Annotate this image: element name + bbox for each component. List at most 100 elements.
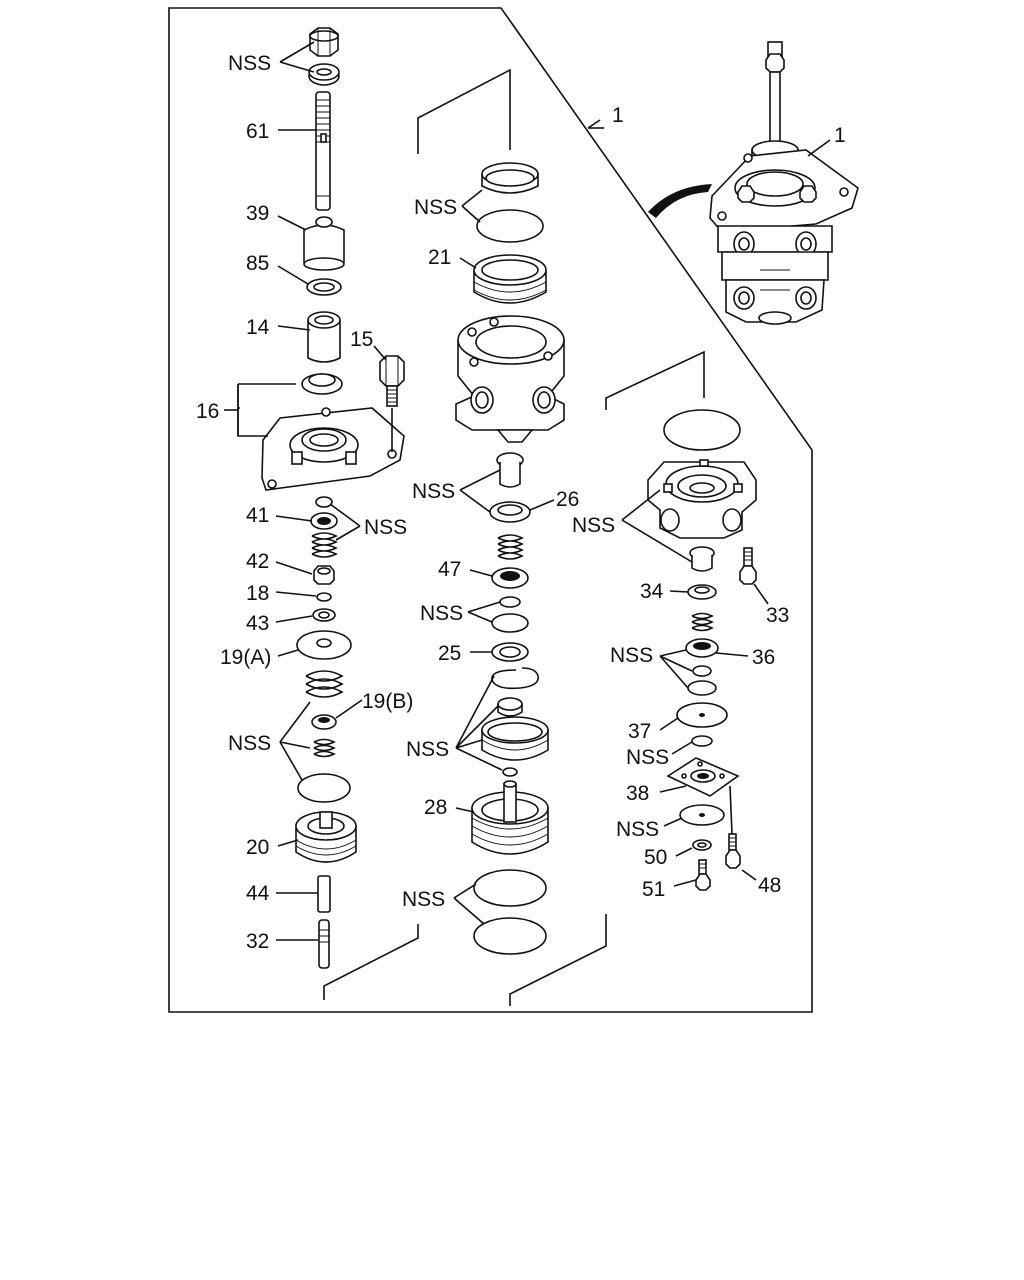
part-36-seat [685,638,719,658]
label-1-right: 1 [834,124,846,147]
part-small-ball [502,767,518,777]
label-44: 44 [246,882,270,905]
part-nut [309,27,339,57]
part-19b-retainer [311,714,337,730]
label-14: 14 [246,316,270,339]
part-spring-right [691,612,714,632]
leader-lines [275,41,831,941]
label-38: 38 [626,782,649,805]
part-50-washer [692,839,712,851]
part-33-bolt [739,547,757,585]
part-o-ring-right-a [692,665,712,677]
label-nss-41: NSS [364,516,407,539]
label-36: 36 [752,646,775,669]
part-large-seal-ring [481,716,549,761]
label-nss-50: NSS [616,818,659,841]
part-o-ring-medium [491,613,529,633]
label-42: 42 [246,550,269,573]
label-19a: 19(A) [220,646,271,669]
part-top-ring [481,162,539,194]
left-column-parts [261,27,405,969]
part-spring-large [305,670,344,698]
label-19b: 19(B) [362,690,413,713]
part-gasket-21a [476,209,544,243]
part-44-pin [317,875,331,913]
diagram-frame [168,7,813,1013]
part-spring-center [497,534,524,560]
part-o-ring-right-b [687,680,717,696]
part-38-cover [666,757,740,797]
label-16: 16 [196,400,219,423]
label-nss-34: NSS [572,514,615,537]
part-61-rod [315,91,331,211]
part-small-washer [315,496,333,508]
label-18: 18 [246,582,269,605]
part-32-pin [318,919,330,969]
direction-arrow [648,184,712,218]
part-washer-top [308,63,340,86]
label-32: 32 [246,930,269,953]
part-gasket-28a [473,869,547,907]
part-48-screw [725,833,741,869]
label-nss-26: NSS [412,480,455,503]
part-14-sleeve [307,311,341,363]
part-16-flange [261,373,405,491]
part-21-seal [473,254,547,304]
label-61: 61 [246,120,269,143]
part-gasket-28b [473,917,547,955]
label-20: 20 [246,836,269,859]
part-19a-disc [296,630,352,660]
part-26-seal [489,501,531,523]
part-47-seat [491,567,529,589]
label-43: 43 [246,612,269,635]
part-28-piston [471,780,549,855]
part-spring-small [313,738,336,758]
part-37-disc [676,702,728,728]
part-20-piston [295,811,357,863]
part-diaphragm-right [663,409,741,451]
label-nss-top: NSS [228,52,271,75]
part-diaphragm-left [297,773,351,803]
label-37: 37 [628,720,651,743]
label-nss-37: NSS [626,746,669,769]
label-nss-47: NSS [420,602,463,625]
part-15-bolt [379,355,405,407]
part-small-sleeve [497,697,523,717]
part-41-retainer [310,512,338,530]
center-column-parts [455,162,565,955]
label-nss-19: NSS [228,732,271,755]
part-spring-upper [311,532,338,558]
part-right-housing [647,459,757,539]
part-51-screw [695,859,711,891]
part-valve-26a [496,452,524,488]
part-18-clip [316,592,332,602]
label-39: 39 [246,202,269,225]
part-small-diaphragm [679,804,725,826]
label-15: 15 [350,328,373,351]
assembled-valve [709,41,859,325]
part-center-housing [455,315,565,443]
label-50: 50 [644,846,667,869]
label-21: 21 [428,246,451,269]
part-34-seal [687,584,717,600]
label-41: 41 [246,504,269,527]
label-nss-bottom: NSS [402,888,445,911]
label-85: 85 [246,252,269,275]
part-39-cap [303,216,345,271]
part-43-washer [312,608,336,622]
label-nss-28: NSS [406,738,449,761]
label-nss-21: NSS [414,196,457,219]
part-snap-ring [491,667,539,690]
bracket-lines [224,68,705,1006]
label-26: 26 [556,488,579,511]
label-28: 28 [424,796,447,819]
label-33: 33 [766,604,789,627]
label-47: 47 [438,558,461,581]
label-48: 48 [758,874,781,897]
label-34: 34 [640,580,664,603]
part-25-washer [491,642,529,662]
label-nss-36: NSS [610,644,653,667]
part-85-ring [306,278,342,296]
label-1-center: 1 [612,104,624,127]
